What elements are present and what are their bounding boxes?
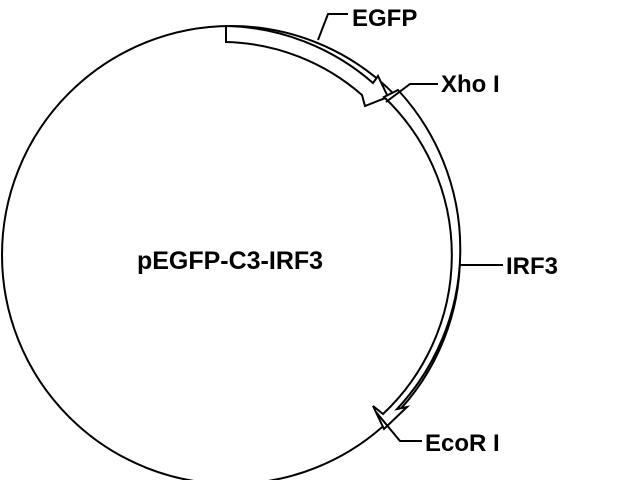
xhoi-site-label: Xho I [441,71,500,98]
egfp-label: EGFP [352,5,417,32]
irf3-feature-arrow [372,88,462,431]
plasmid-name: pEGFP-C3-IRF3 [137,247,323,275]
ecori-leader-line [375,411,422,442]
egfp-feature-arrow [225,24,390,108]
egfp-leader-line [317,13,348,41]
ecori-site-label: EcoR I [425,430,500,457]
irf3-label: IRF3 [506,253,558,280]
xhoi-leader-line [385,83,438,103]
